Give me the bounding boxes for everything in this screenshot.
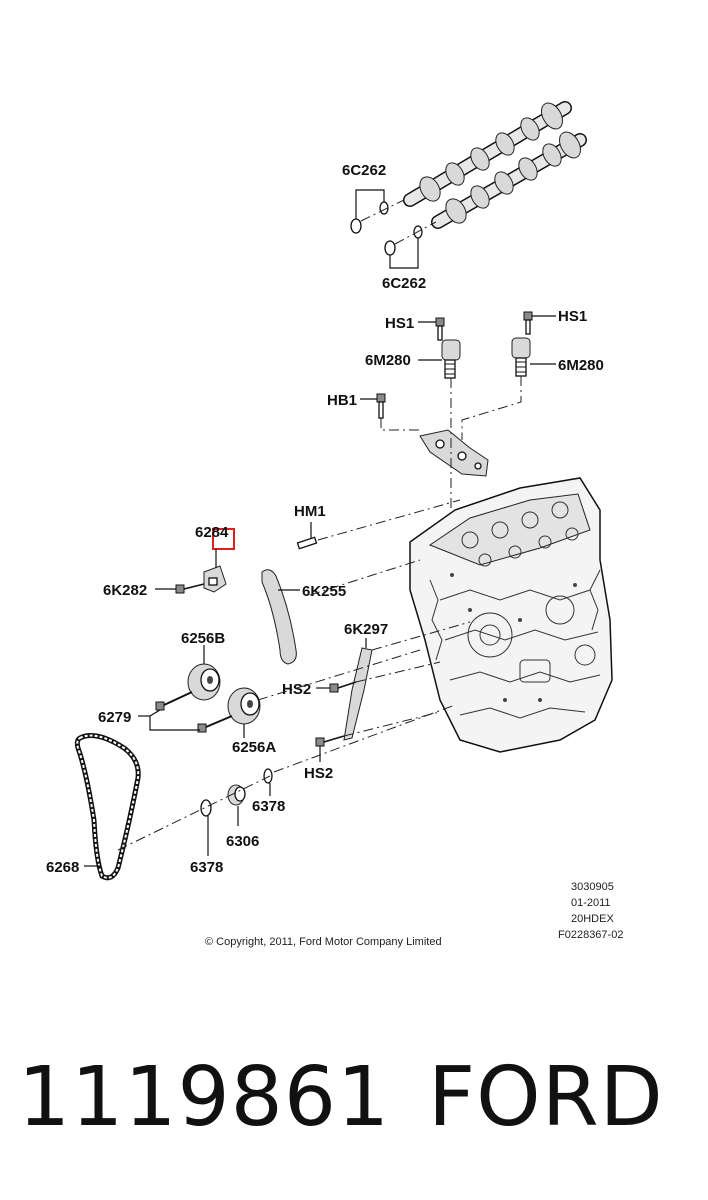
dash-solenoid-right: [461, 376, 522, 440]
label-tensioner-bolt: 6K282: [103, 582, 147, 599]
solenoid-housing: [419, 429, 489, 477]
chain-guide: [343, 647, 373, 741]
copyright: © Copyright, 2011, Ford Motor Company Li…: [205, 936, 442, 948]
part-number: 1119861: [18, 1050, 391, 1145]
dash-hm1: [317, 499, 461, 541]
bolt-6k282: [175, 583, 205, 594]
label-hs1-right: HS1: [558, 308, 587, 325]
bolt-hs1-right: [523, 311, 533, 335]
camshaft-upper: [403, 101, 572, 207]
solenoid-right: [511, 337, 531, 377]
dash-hb1: [380, 418, 420, 431]
label-solenoid-right: 6M280: [558, 357, 604, 374]
ref-code-2: 01-2011: [571, 897, 611, 909]
bolt-hs2-lower: [315, 735, 345, 747]
label-crank-ring-left: 6378: [190, 859, 223, 876]
label-crank-ring-right: 6378: [252, 798, 285, 815]
sprocket-6256b: [187, 663, 221, 701]
chain-tensioner: [203, 565, 227, 593]
label-tensioner: 6284: [195, 524, 229, 541]
cam-seal-rings: [350, 199, 437, 256]
label-hm1: HM1: [294, 503, 326, 520]
label-solenoid-left: 6M280: [365, 352, 411, 369]
dash-sprocket-a: [257, 649, 421, 701]
label-crank-sprocket: 6306: [226, 833, 259, 850]
dash-crank-engine: [273, 704, 456, 773]
timing-chain: [74, 733, 141, 881]
leader-6279: [149, 709, 200, 731]
label-guide: 6K297: [344, 621, 388, 638]
ref-code-1: 3030905: [571, 881, 614, 893]
crank-ring-right: [263, 768, 273, 784]
dash-crank: [117, 775, 271, 851]
solenoid-left: [441, 339, 461, 379]
leader-cam-ring-top: [355, 189, 385, 219]
dash-hs2-upper: [355, 661, 441, 683]
label-hb1: HB1: [327, 392, 357, 409]
crank-sprocket: [227, 784, 246, 806]
ref-code-4: F0228367-02: [558, 929, 623, 941]
bolts-6279: [155, 691, 233, 733]
exploded-parts-diagram: 6C262 6C262 HS1 HS1 6M280 6M280 HB1: [46, 101, 623, 948]
crank-ring-left: [200, 799, 212, 817]
label-hs2-lower: HS2: [304, 765, 333, 782]
label-cam-ring-bottom: 6C262: [382, 275, 426, 292]
camshaft-lower: [431, 131, 587, 229]
label-cam-ring-top: 6C262: [342, 162, 386, 179]
ref-code-3: 20HDEX: [571, 913, 614, 925]
label-sprocket-a: 6256A: [232, 739, 276, 756]
tensioner-arm: [261, 569, 297, 665]
label-chain: 6268: [46, 859, 79, 876]
bolt-hb1: [376, 393, 386, 419]
label-hs2-upper: HS2: [282, 681, 311, 698]
dash-guide: [371, 621, 471, 651]
camshafts: [403, 101, 587, 229]
highlight-box: [212, 528, 235, 550]
label-tensioner-arm: 6K255: [302, 583, 346, 600]
engine-block: [409, 477, 613, 753]
label-hs1-left: HS1: [385, 315, 414, 332]
label-sprocket-bolts: 6279: [98, 709, 131, 726]
pin-hm1: [296, 536, 318, 550]
bolt-hs1-left: [435, 317, 445, 341]
brand-name: FORD: [428, 1050, 664, 1145]
sprocket-6256a: [227, 687, 261, 725]
leader-cam-ring-bottom: [389, 238, 419, 269]
label-sprocket-b: 6256B: [181, 630, 225, 647]
